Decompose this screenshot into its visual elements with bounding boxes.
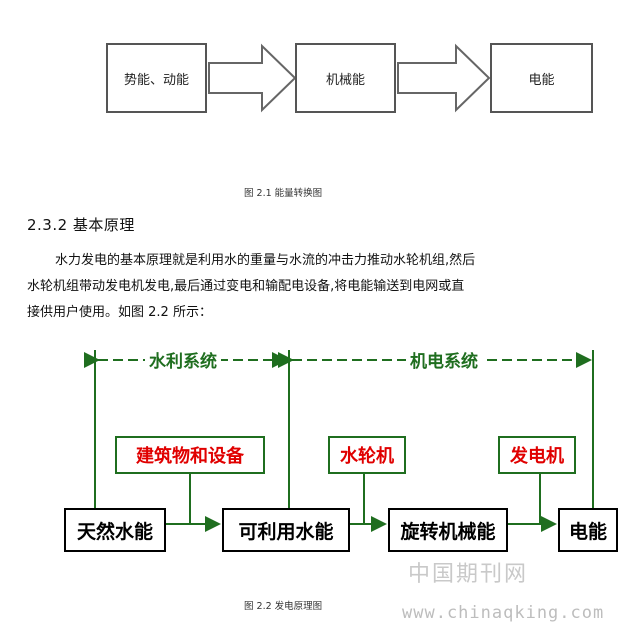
fig1-box-label: 机械能 — [325, 72, 365, 88]
watermark-url: www.chinaqking.com — [402, 603, 605, 623]
fig1-arrow-2 — [397, 43, 491, 113]
main-box-rotating-mechanical-energy: 旋转机械能 — [388, 508, 508, 552]
top-box-water-turbine: 水轮机 — [328, 436, 406, 474]
fig1-arrow-1 — [208, 43, 297, 113]
fig1-box-label: 电能 — [528, 72, 555, 88]
fig1-caption: 图 2.1 能量转换图 — [244, 188, 323, 199]
system-label-water-conservancy: 水利系统 — [145, 347, 221, 372]
paragraph-line: 接供用户使用。如图 2.2 所示： — [27, 305, 212, 320]
main-box-electric-energy: 电能 — [558, 508, 618, 552]
watermark-cn: 中国期刊网 — [408, 562, 529, 587]
fig2-caption: 图 2.2 发电原理图 — [244, 601, 323, 612]
system-label-electromechanical: 机电系统 — [406, 347, 482, 372]
section-heading: 2.3.2 基本原理 — [27, 216, 135, 234]
fig1-box-potential-kinetic: 势能、动能 — [106, 43, 207, 113]
fig1-box-label: 势能、动能 — [123, 72, 189, 88]
top-box-structures-equipment: 建筑物和设备 — [115, 436, 265, 474]
main-box-natural-water-energy: 天然水能 — [64, 508, 166, 552]
fig1-box-mechanical: 机械能 — [295, 43, 396, 113]
paragraph-line: 水力发电的基本原理就是利用水的重量与水流的冲击力推动水轮机组,然后 — [55, 253, 476, 268]
fig2-diagram-lines — [84, 350, 594, 532]
fig1-box-electric: 电能 — [490, 43, 593, 113]
top-box-generator: 发电机 — [498, 436, 576, 474]
main-box-usable-water-energy: 可利用水能 — [222, 508, 350, 552]
section-paragraph: 水力发电的基本原理就是利用水的重量与水流的冲击力推动水轮机组,然后 水轮机组带动… — [27, 248, 627, 326]
paragraph-line: 水轮机组带动发电机发电,最后通过变电和输配电设备,将电能输送到电网或直 — [27, 279, 465, 294]
